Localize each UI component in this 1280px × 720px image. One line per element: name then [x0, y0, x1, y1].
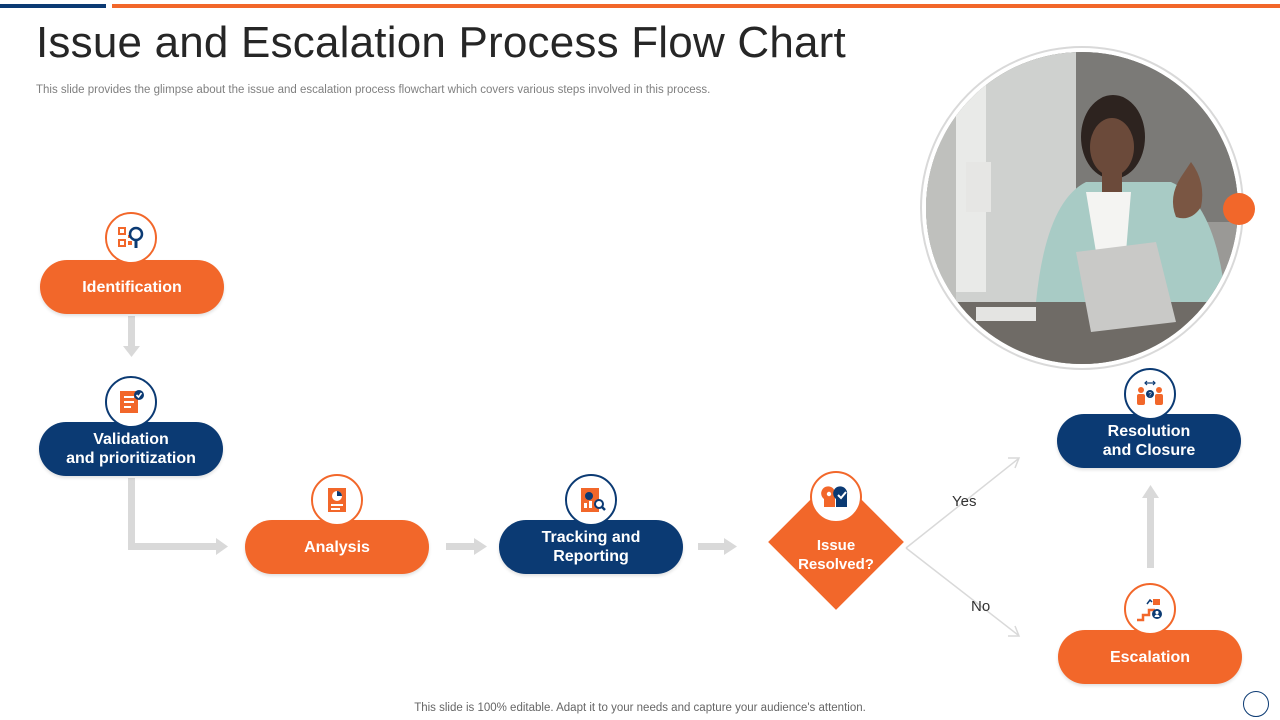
decision-label-line1: Issue — [816, 537, 856, 554]
connector-escalation-resolution — [1147, 496, 1154, 568]
resolution-step: Resolution and Closure — [1057, 414, 1241, 468]
analysis-label: Analysis — [304, 538, 370, 556]
tracking-step: Tracking and Reporting — [499, 520, 683, 574]
arrowhead-right-decision — [724, 538, 737, 555]
qr-search-icon — [105, 212, 157, 264]
page-title: Issue and Escalation Process Flow Chart — [36, 18, 846, 67]
corner-circle-decoration — [1243, 691, 1269, 717]
connector-no — [905, 547, 1019, 636]
arrowhead-right-tracking — [474, 538, 487, 555]
analysis-step: Analysis — [245, 520, 429, 574]
tracking-label-line2: Reporting — [553, 548, 629, 565]
arrowhead-up — [1142, 485, 1159, 498]
arrowhead-yes — [1008, 457, 1021, 469]
businesswoman-photo — [926, 52, 1238, 364]
heads-check-icon — [810, 471, 862, 523]
report-search-icon — [565, 474, 617, 526]
resolution-label-line1: Resolution — [1107, 423, 1191, 440]
connector-validation-analysis-horizontal — [128, 543, 218, 550]
validation-step: Validation and prioritization — [39, 422, 223, 476]
arrowhead-right-analysis — [216, 538, 228, 555]
person-stairs-icon — [1124, 583, 1176, 635]
top-accent-bar-blue — [0, 4, 106, 8]
page-subtitle: This slide provides the glimpse about th… — [36, 84, 711, 96]
validation-label-line2: and prioritization — [66, 450, 196, 467]
report-chart-icon — [311, 474, 363, 526]
top-accent-bar-orange — [112, 4, 1280, 8]
svg-text:?: ? — [1148, 393, 1152, 399]
decision-label: Issue Resolved? — [772, 536, 900, 574]
resolution-label-line2: and Closure — [1102, 442, 1196, 459]
arrowhead-no — [1008, 625, 1021, 637]
decision-label-line2: Resolved? — [798, 556, 874, 573]
photo-accent-dot — [1223, 193, 1255, 225]
connector-validation-analysis-vertical — [128, 478, 135, 550]
escalation-label: Escalation — [1109, 648, 1191, 666]
connector-tracking-decision — [698, 543, 726, 550]
escalation-step: Escalation — [1058, 630, 1242, 684]
footer-note: This slide is 100% editable. Adapt it to… — [414, 702, 866, 714]
tracking-label-line1: Tracking and — [541, 529, 641, 546]
connector-ident-validation — [128, 316, 135, 348]
identification-label: Identification — [82, 278, 182, 296]
identification-step: Identification — [40, 260, 224, 314]
arrowhead-down — [123, 346, 140, 357]
validation-label-line1: Validation — [93, 431, 169, 448]
people-question-icon: ? — [1124, 368, 1176, 420]
connector-yes — [905, 458, 1019, 549]
yes-label: Yes — [952, 493, 977, 510]
document-check-icon — [105, 376, 157, 428]
no-label: No — [971, 598, 991, 615]
connector-analysis-tracking — [446, 543, 476, 550]
